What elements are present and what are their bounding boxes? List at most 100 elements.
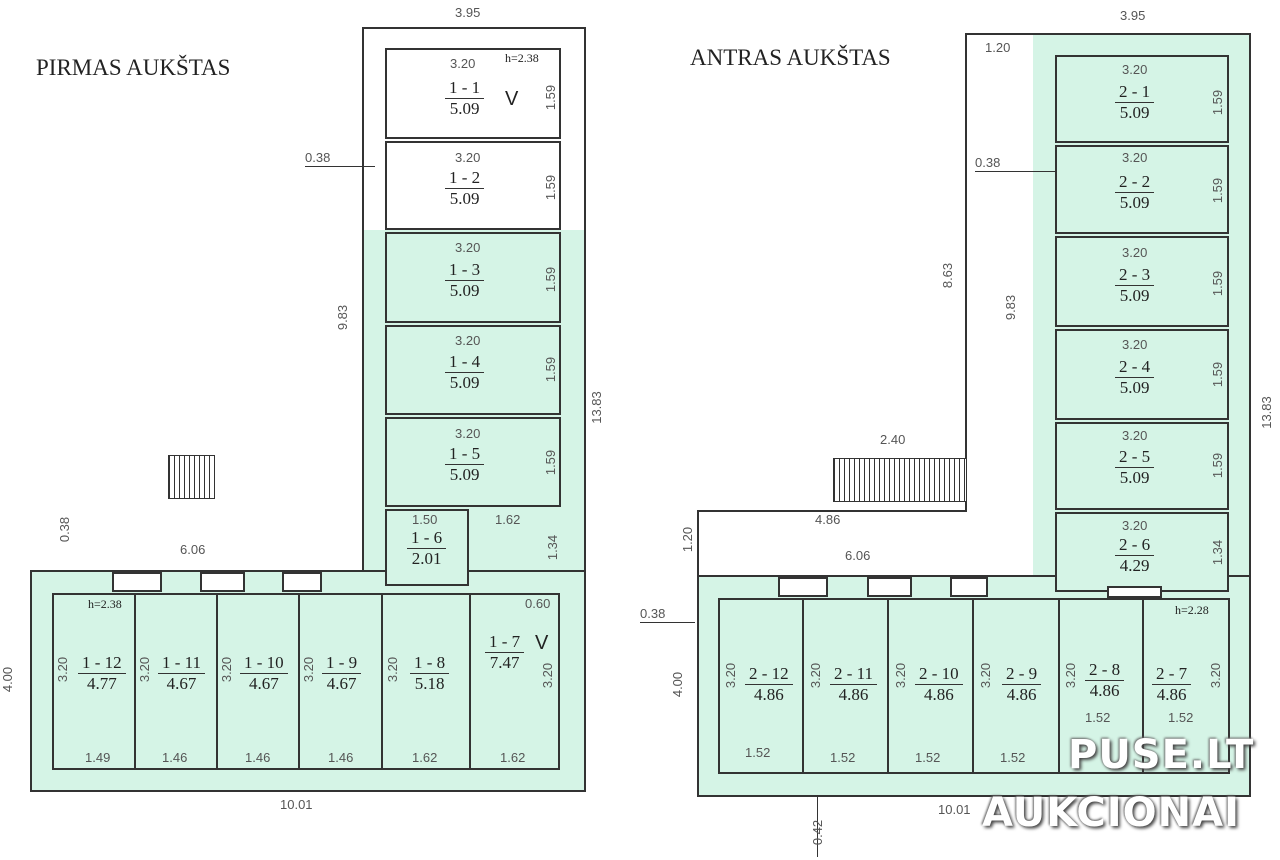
dim: 3.20 [1122,150,1148,165]
dim: 3.20 [385,656,401,683]
dim: 1.59 [543,449,559,476]
dim: 1.34 [1210,539,1226,566]
dim-wing: 9.83 [335,304,351,331]
divider [216,593,218,770]
window [282,572,322,592]
room-area: 5.09 [1119,193,1150,212]
dim-wall: 0.38 [305,150,331,165]
room-id: 2 - 9 [1002,664,1042,685]
window [1107,586,1162,598]
room-id: 1 - 1 [445,78,485,99]
dim-total: 13.83 [1258,396,1274,429]
room-1-1 [385,48,561,139]
dim: 3.20 [1122,518,1148,533]
dim-wing: 9.83 [1003,294,1019,321]
room-area: 5.09 [449,99,480,118]
floor-title: PIRMAS AUKŠTAS [36,55,231,80]
window [112,572,162,592]
room-id: 1 - 7 [485,632,525,653]
lower-block [697,575,1251,797]
room-id: 1 - 3 [445,260,485,281]
window [867,577,912,597]
dim: 3.20 [723,662,739,689]
arrow-line [975,171,1070,172]
room-area: 4.29 [1119,556,1150,575]
floor-title: ANTRAS AUKŠTAS [690,45,891,70]
dim: 1.52 [1168,710,1194,725]
divider [887,598,889,774]
dim: 3.20 [540,662,556,689]
dim-wall: 0.38 [57,516,73,543]
dim-depth: 4.00 [0,666,16,693]
dim: 1.52 [1000,750,1026,765]
room-2-3 [1055,236,1229,327]
room-area: 5.09 [1119,468,1150,487]
dim: 3.20 [301,656,317,683]
dim: 3.20 [455,150,481,165]
dim: 1.20 [680,526,696,553]
room-id: 2 - 11 [830,664,878,685]
watermark-line2: AUKCIONAI [982,790,1240,836]
room-id: 2 - 7 [1152,664,1192,685]
room-area: 4.86 [1089,681,1120,700]
room-id: 1 - 2 [445,168,485,189]
dim: 1.59 [1210,361,1226,388]
room-area: 4.86 [923,685,954,704]
dim: 3.20 [219,656,235,683]
room-area: 5.18 [414,674,445,693]
dim-door: 0.60 [525,596,551,611]
dim: 3.20 [455,240,481,255]
dim: 3.20 [1122,62,1148,77]
lower-rooms-frame [52,593,560,770]
dim: 3.20 [1063,662,1079,689]
window [778,577,828,597]
arrow-line [817,797,818,857]
dim: 1.46 [245,750,271,765]
dim-wall: 0.38 [640,606,666,621]
room-1-5 [385,417,561,507]
room-2-1 [1055,55,1229,143]
watermark-line1: PUSE.LT [1068,732,1255,778]
dim: 3.20 [1122,428,1148,443]
dim-total: 13.83 [588,391,604,424]
dim-front: 6.06 [845,548,871,563]
room-area: 4.86 [753,685,784,704]
room-1-3 [385,232,561,323]
room-area: 4.67 [248,674,279,693]
height-label: h=2.28 [1175,603,1209,617]
dim: 1.59 [1210,270,1226,297]
room-id: 1 - 4 [445,352,485,373]
dim: 1.59 [543,84,559,111]
dim: 1.52 [830,750,856,765]
room-2-4 [1055,329,1229,420]
room-area: 4.86 [1156,685,1187,704]
room-1-2 [385,141,561,230]
room-id: 2 - 5 [1115,447,1155,468]
dim: 3.20 [450,56,476,71]
room-area: 4.67 [166,674,197,693]
dim: 3.20 [455,426,481,441]
check-mark: V [505,88,519,110]
dim: 1.46 [328,750,354,765]
room-area: 5.09 [449,281,480,300]
room-area: 4.67 [326,674,357,693]
room-area: 2.01 [411,549,442,568]
dim-depth: 4.00 [670,671,686,698]
room-id: 2 - 8 [1085,660,1125,681]
room-id: 1 - 11 [158,653,206,674]
room-area: 4.77 [86,674,117,693]
dim: 1.50 [412,512,438,527]
divider [469,593,471,770]
dim: 1.46 [162,750,188,765]
dim: 1.49 [85,750,111,765]
arrow-line [305,166,375,167]
dim: 3.20 [1208,662,1224,689]
divider [134,593,136,770]
stairs-icon [833,458,967,502]
room-id: 1 - 8 [410,653,450,674]
room-id: 2 - 6 [1115,535,1155,556]
window [950,577,988,597]
dim: 1.52 [915,750,941,765]
dim: 1.62 [500,750,526,765]
height-label: h=2.38 [505,51,539,65]
